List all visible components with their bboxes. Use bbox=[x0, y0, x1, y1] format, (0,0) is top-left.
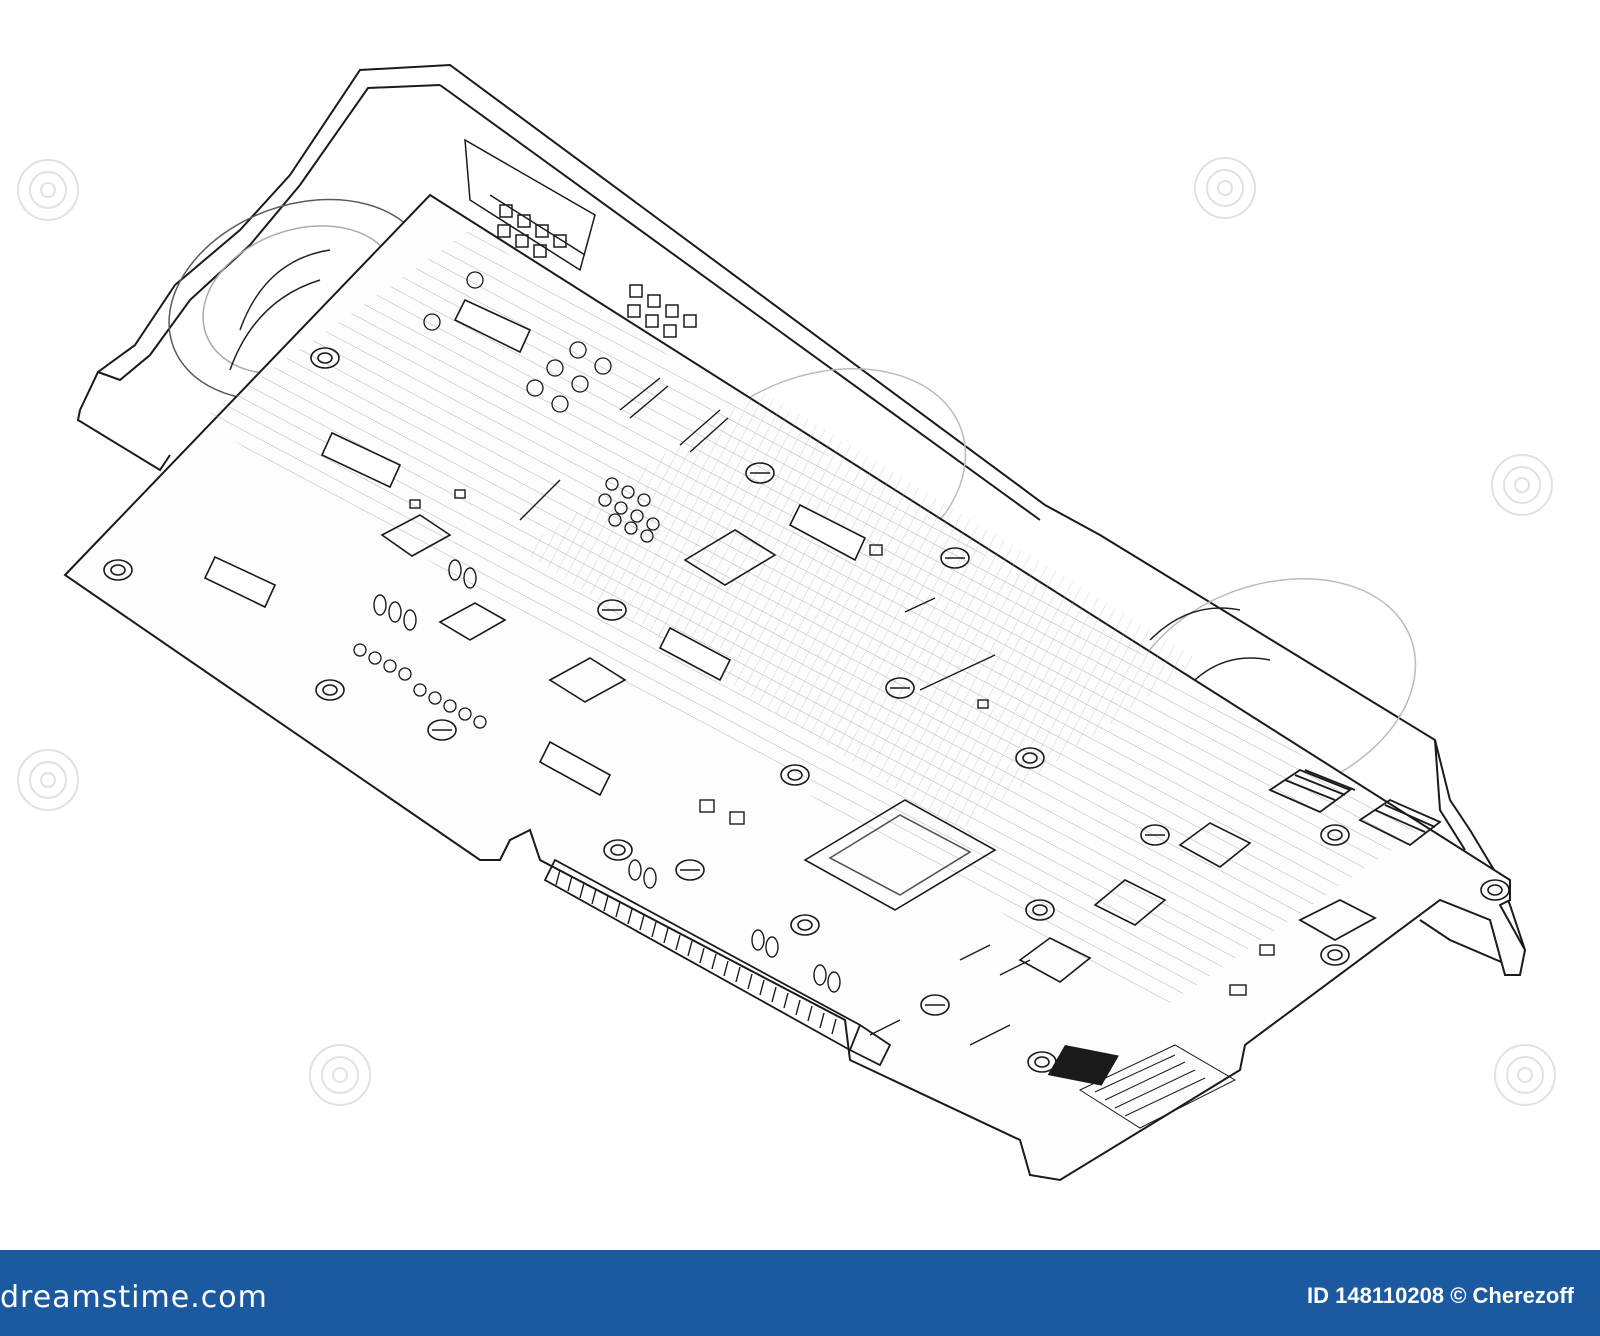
image-credit: ID 148110208 © Cherezoff bbox=[1307, 1283, 1574, 1309]
vrm-block bbox=[438, 602, 507, 641]
power-pin-block-2 bbox=[627, 284, 697, 338]
brand-logo-text[interactable]: dreamstime.com bbox=[0, 1280, 268, 1315]
power-connectors bbox=[464, 138, 697, 338]
bga-grid-outline bbox=[1078, 1044, 1237, 1129]
author-name[interactable]: Cherezoff bbox=[1472, 1283, 1574, 1308]
watermark-logo-icon bbox=[1494, 1044, 1556, 1106]
pcie-contacts bbox=[555, 869, 837, 1035]
ic-chips bbox=[203, 298, 1252, 983]
watermark-logo-icon bbox=[17, 159, 79, 221]
vrm-block bbox=[548, 657, 627, 703]
memory-chip bbox=[1093, 879, 1167, 926]
id-number: 148110208 bbox=[1335, 1283, 1445, 1308]
watermark-logo-icons bbox=[17, 157, 1556, 1106]
capacitors bbox=[353, 271, 660, 729]
watermark-logo-icon bbox=[1194, 157, 1256, 219]
chip bbox=[658, 626, 732, 682]
vrm-block bbox=[683, 529, 777, 586]
memory-chip bbox=[1018, 937, 1092, 983]
bga-grid bbox=[1047, 1045, 1119, 1086]
footer-bar: dreamstime.com ID 148110208 © Cherezoff bbox=[0, 1250, 1600, 1336]
smd-components bbox=[373, 377, 1275, 1046]
copyright-icon: © bbox=[1450, 1283, 1467, 1308]
chip bbox=[203, 555, 277, 609]
watermark-logo-icon bbox=[309, 1044, 371, 1106]
io-bracket bbox=[1268, 768, 1442, 942]
watermark-logo-icon bbox=[17, 749, 79, 811]
pcb-board bbox=[63, 193, 1527, 1182]
memory-chip bbox=[1178, 822, 1252, 868]
power-pin-block-1 bbox=[497, 204, 567, 258]
gpu-core bbox=[803, 799, 997, 911]
watermark-logo-icon bbox=[1491, 454, 1553, 516]
mounting-screws bbox=[103, 347, 1510, 1073]
chip bbox=[788, 503, 867, 562]
graphics-card-wireframe-drawing bbox=[17, 63, 1556, 1182]
vrm-block bbox=[380, 514, 452, 557]
id-label: ID bbox=[1307, 1283, 1330, 1308]
chip bbox=[453, 298, 532, 354]
pcie-connector bbox=[543, 858, 892, 1067]
chip bbox=[320, 431, 402, 489]
chip bbox=[538, 740, 612, 797]
